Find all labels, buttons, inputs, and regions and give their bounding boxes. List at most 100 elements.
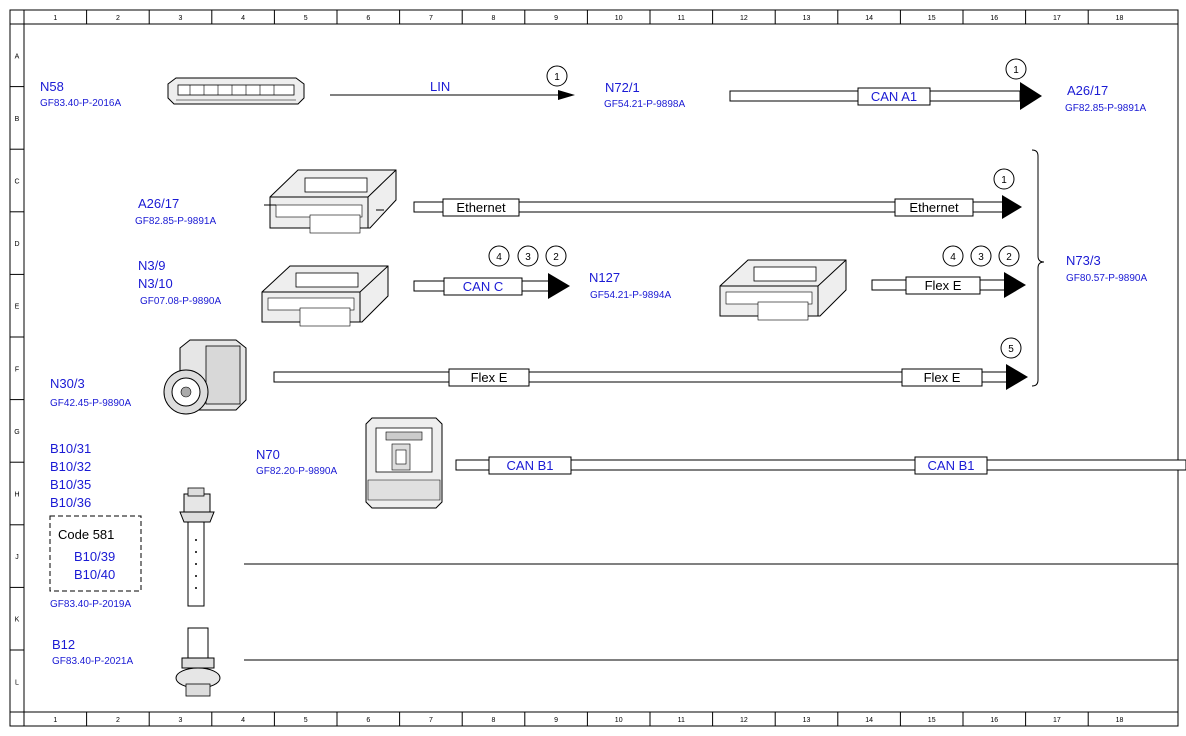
grid-row-label: F bbox=[15, 366, 19, 373]
can-b1-left-label: CAN B1 bbox=[507, 458, 554, 473]
ethernet-right-label: Ethernet bbox=[909, 200, 959, 215]
ethernet-left-label-box bbox=[442, 198, 520, 217]
grid-column-label: 7 bbox=[429, 15, 433, 22]
n127-control-unit-icon bbox=[719, 259, 847, 321]
can-c-marker-3-circle bbox=[517, 245, 539, 267]
n30-3-ref: GF42.45-P-9890A bbox=[50, 398, 131, 409]
grid-column-label: 16 bbox=[990, 15, 998, 22]
grid-column-label: 10 bbox=[615, 717, 623, 724]
lin-arrowhead bbox=[558, 90, 575, 100]
grid-column-label: 6 bbox=[366, 15, 370, 22]
n127-ref: GF54.21-P-9894A bbox=[590, 290, 671, 301]
flex-e-marker-3-text: 3 bbox=[978, 252, 984, 263]
grid-column-label: 13 bbox=[803, 15, 811, 22]
can-c-arrowhead bbox=[548, 273, 570, 299]
grid-column-label: 16 bbox=[990, 717, 998, 724]
b10-31-name: B10/31 bbox=[50, 441, 91, 456]
flex-e-left-label: Flex E bbox=[471, 370, 508, 385]
can-b1-right-label-box bbox=[914, 456, 988, 475]
a26-17-left-name: A26/17 bbox=[138, 196, 179, 211]
n30-3-abs-unit-icon bbox=[163, 339, 247, 415]
flex-e-marker-4-circle bbox=[942, 245, 964, 267]
n72-1-name: N72/1 bbox=[605, 80, 640, 95]
n72-1-ref: GF54.21-P-9898A bbox=[604, 99, 685, 110]
b10-35-name: B10/35 bbox=[50, 477, 91, 492]
n30-3-name: N30/3 bbox=[50, 376, 85, 391]
flex-e-left-label-box bbox=[448, 368, 530, 387]
grid-row-label: D bbox=[14, 241, 19, 248]
grid-row-label: K bbox=[15, 617, 20, 624]
b10-ref: GF83.40-P-2019A bbox=[50, 599, 131, 610]
b10-level-sensor-icon bbox=[179, 487, 215, 607]
n73-3-name: N73/3 bbox=[1066, 253, 1101, 268]
n3-9-ref: GF07.08-P-9890A bbox=[140, 296, 221, 307]
n70-name: N70 bbox=[256, 447, 280, 462]
n58-ref: GF83.40-P-2016A bbox=[40, 98, 121, 109]
n58-switch-panel-icon bbox=[167, 77, 305, 105]
grid-column-label: 8 bbox=[492, 717, 496, 724]
grid-column-label: 3 bbox=[179, 15, 183, 22]
can-c-marker-4-circle bbox=[488, 245, 510, 267]
can-a1-arrowhead bbox=[1020, 82, 1042, 110]
code-581-box bbox=[49, 515, 142, 592]
flex-e-top-arrowhead bbox=[1004, 272, 1026, 298]
b12-ref: GF83.40-P-2021A bbox=[52, 656, 133, 667]
grid-column-label: 2 bbox=[116, 717, 120, 724]
grid-column-label: 13 bbox=[803, 717, 811, 724]
diagram-frame bbox=[9, 9, 1179, 727]
ethernet-marker-text: 1 bbox=[1001, 175, 1007, 186]
grid-column-label: 14 bbox=[865, 717, 873, 724]
can-a1-label-box bbox=[857, 87, 931, 106]
grid-column-label: 14 bbox=[865, 15, 873, 22]
n73-3-ref: GF80.57-P-9890A bbox=[1066, 273, 1147, 284]
grid-column-label: 1 bbox=[53, 717, 57, 724]
can-c-marker-2-text: 2 bbox=[553, 252, 559, 263]
flex-e-marker-2-text: 2 bbox=[1006, 252, 1012, 263]
grid-row-label: L bbox=[15, 679, 19, 686]
can-c-label-box bbox=[443, 277, 523, 296]
grid-column-label: 1 bbox=[53, 15, 57, 22]
can-b1-bus bbox=[455, 459, 1186, 471]
grid-column-label: 7 bbox=[429, 717, 433, 724]
a26-17-right-name: A26/17 bbox=[1067, 83, 1108, 98]
can-a1-marker-circle bbox=[1005, 58, 1027, 80]
grid-column-label: 11 bbox=[678, 15, 685, 22]
ethernet-right-label-box bbox=[894, 198, 974, 217]
can-c-marker-4-text: 4 bbox=[496, 252, 502, 263]
grid-column-label: 6 bbox=[366, 717, 370, 724]
n70-overhead-panel-icon bbox=[365, 417, 443, 509]
flex-e-marker-4-text: 4 bbox=[950, 252, 956, 263]
n3-9-name: N3/9 bbox=[138, 258, 165, 273]
flex-e-bottom-marker-circle bbox=[1000, 337, 1022, 359]
grid-column-label: 5 bbox=[304, 717, 308, 724]
can-a1-label: CAN A1 bbox=[871, 89, 917, 104]
grid-row-label: C bbox=[14, 179, 19, 186]
flex-e-bottom-arrowhead bbox=[1006, 364, 1028, 390]
grid-column-label: 17 bbox=[1053, 15, 1061, 22]
grid-column-label: 17 bbox=[1053, 717, 1061, 724]
a26-17-right-ref: GF82.85-P-9891A bbox=[1065, 103, 1146, 114]
can-b1-left-label-box bbox=[488, 456, 572, 475]
b10-40-name: B10/40 bbox=[74, 567, 115, 582]
can-c-label: CAN C bbox=[463, 279, 503, 294]
grid-column-label: 18 bbox=[1116, 15, 1124, 22]
can-c-marker-3-text: 3 bbox=[525, 252, 531, 263]
grid-column-label: 4 bbox=[241, 717, 245, 724]
ethernet-marker-circle bbox=[993, 168, 1015, 190]
grid-column-label: 8 bbox=[492, 15, 496, 22]
grid-column-label: 15 bbox=[928, 15, 936, 22]
grid-row-label: H bbox=[14, 492, 19, 499]
flex-e-marker-2-circle bbox=[998, 245, 1020, 267]
lin-marker-text: 1 bbox=[554, 72, 560, 83]
a26-17-left-ref: GF82.85-P-9891A bbox=[135, 216, 216, 227]
flex-e-right-label: Flex E bbox=[924, 370, 961, 385]
grid-column-label: 2 bbox=[116, 15, 120, 22]
grid-column-label: 11 bbox=[678, 717, 685, 724]
grid-column-label: 4 bbox=[241, 15, 245, 22]
grid-column-label: 9 bbox=[554, 15, 558, 22]
grid-row-label: G bbox=[14, 429, 19, 436]
can-b1-right-label: CAN B1 bbox=[928, 458, 975, 473]
